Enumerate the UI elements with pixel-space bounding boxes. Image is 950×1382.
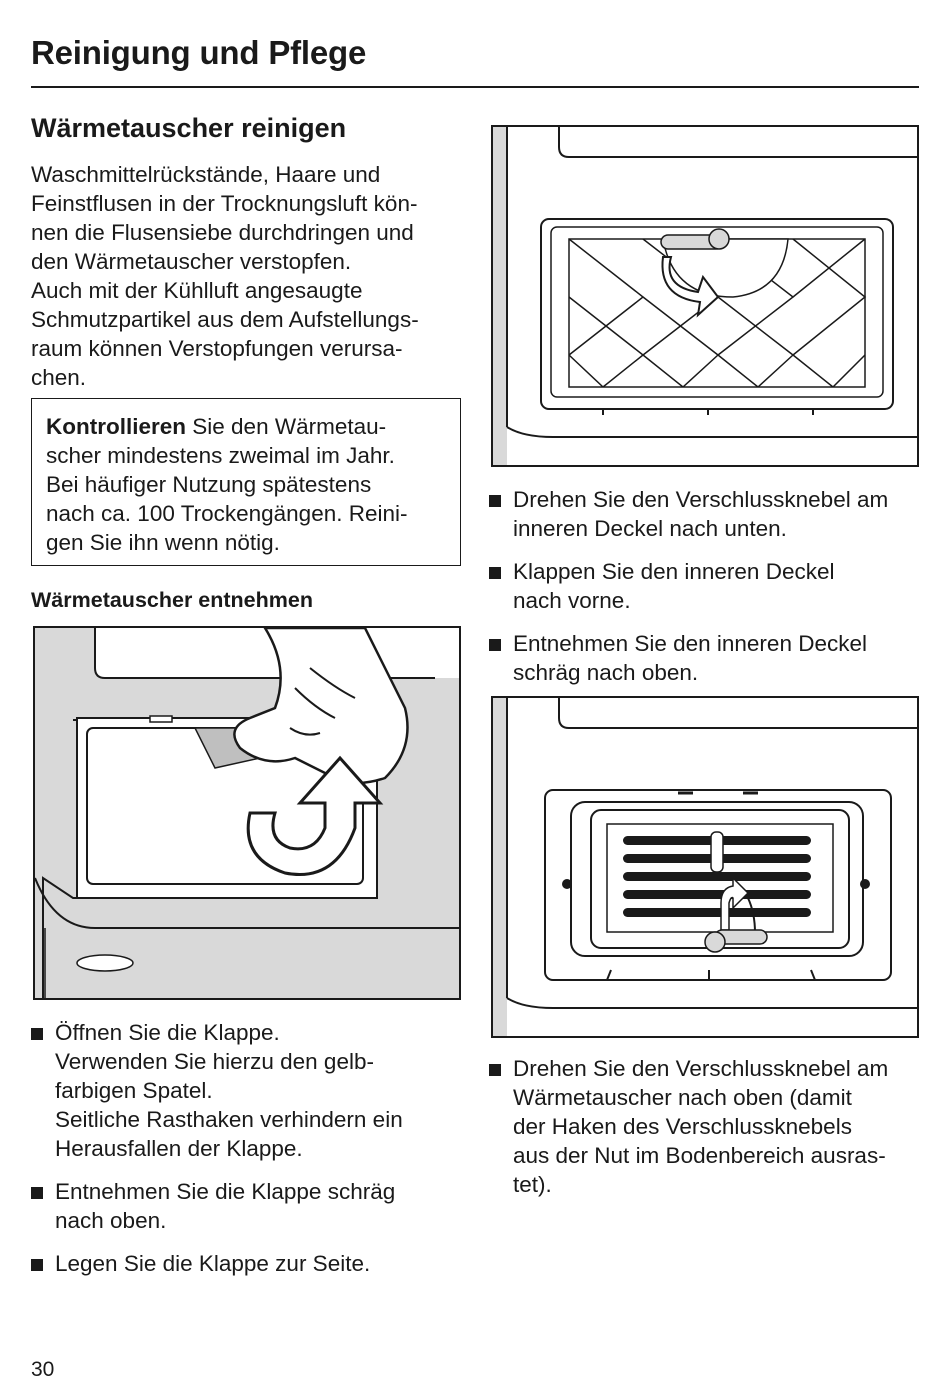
note-line: gen Sie ihn wenn nötig. [46,530,280,555]
step-line: nach oben. [55,1208,167,1233]
bullet-square-icon [31,1259,43,1271]
intro-line: Schmutzpartikel aus dem Aufstellungs- [31,307,419,332]
bullet-square-icon [489,1064,501,1076]
step-line: der Haken des Verschlussknebels [513,1114,852,1139]
step-line: aus der Nut im Bodenbereich ausras- [513,1143,886,1168]
bullet-square-icon [31,1187,43,1199]
step-line: tet). [513,1172,552,1197]
step-line: Öffnen Sie die Klappe. [55,1020,280,1045]
subsection-title: Wärmetauscher entnehmen [31,588,313,612]
page-number: 30 [31,1358,55,1381]
step-line: Entnehmen Sie den inneren Deckel [513,631,867,656]
step-line: Herausfallen der Klappe. [55,1136,303,1161]
intro-line: chen. [31,365,87,390]
note-bold: Kontrollieren [46,414,187,439]
left-steps-list: Öffnen Sie die Klappe. Verwenden Sie hie… [31,1018,461,1292]
intro-line: nen die Flusensiebe durchdringen und [31,220,414,245]
intro-line: den Wärmetauscher verstopfen. [31,249,352,274]
list-item: Legen Sie die Klappe zur Seite. [31,1249,461,1278]
figure-heat-exchanger [491,696,919,1038]
figure-inner-cover [491,125,919,467]
figure-open-flap [33,626,461,1000]
intro-line: Auch mit der Kühlluft angesaugte [31,278,363,303]
bullet-square-icon [489,567,501,579]
list-item: Entnehmen Sie die Klappe schräg nach obe… [31,1177,461,1235]
list-item: Entnehmen Sie den inneren Deckel schräg … [489,629,929,687]
step-line: Drehen Sie den Verschlussknebel am [513,1056,889,1081]
step-line: inneren Deckel nach unten. [513,516,787,541]
bullet-square-icon [489,495,501,507]
illustration-open-flap [35,628,459,998]
step-line: Wärmetauscher nach oben (damit [513,1085,852,1110]
step-line: schräg nach oben. [513,660,699,685]
intro-line: raum können Verstopfungen verursa- [31,336,403,361]
step-line: Verwenden Sie hierzu den gelb- [55,1049,374,1074]
note-box: Kontrollieren Sie den Wärmetau- scher mi… [31,398,461,566]
illustration-inner-cover [493,127,917,465]
right-steps-top-list: Drehen Sie den Verschlussknebel am inner… [489,485,929,701]
step-line: Klappen Sie den inneren Deckel [513,559,835,584]
step-line: Legen Sie die Klappe zur Seite. [55,1251,371,1276]
right-steps-bottom-list: Drehen Sie den Verschlussknebel am Wärme… [489,1054,929,1213]
title-rule [31,86,919,88]
step-line: Entnehmen Sie die Klappe schräg [55,1179,396,1204]
step-line: farbigen Spatel. [55,1078,213,1103]
page-title: Reinigung und Pflege [31,34,367,71]
intro-paragraph: Waschmittelrückstände, Haare und Feinstf… [31,160,461,392]
bullet-square-icon [489,639,501,651]
list-item: Klappen Sie den inneren Deckel nach vorn… [489,557,929,615]
list-item: Drehen Sie den Verschlussknebel am inner… [489,485,929,543]
step-line: Drehen Sie den Verschlussknebel am [513,487,889,512]
note-line: nach ca. 100 Trockengängen. Reini- [46,501,408,526]
illustration-heat-exchanger [493,698,917,1036]
section-title: Wärmetauscher reinigen [31,113,347,143]
note-line: Sie den Wärmetau- [186,414,387,439]
bullet-square-icon [31,1028,43,1040]
intro-line: Feinstflusen in der Trocknungsluft kön- [31,191,418,216]
note-line: Bei häufiger Nutzung spätestens [46,472,372,497]
note-line: scher mindestens zweimal im Jahr. [46,443,395,468]
step-line: Seitliche Rasthaken verhindern ein [55,1107,403,1132]
step-line: nach vorne. [513,588,631,613]
list-item: Öffnen Sie die Klappe. Verwenden Sie hie… [31,1018,461,1163]
intro-line: Waschmittelrückstände, Haare und [31,162,381,187]
list-item: Drehen Sie den Verschlussknebel am Wärme… [489,1054,929,1199]
